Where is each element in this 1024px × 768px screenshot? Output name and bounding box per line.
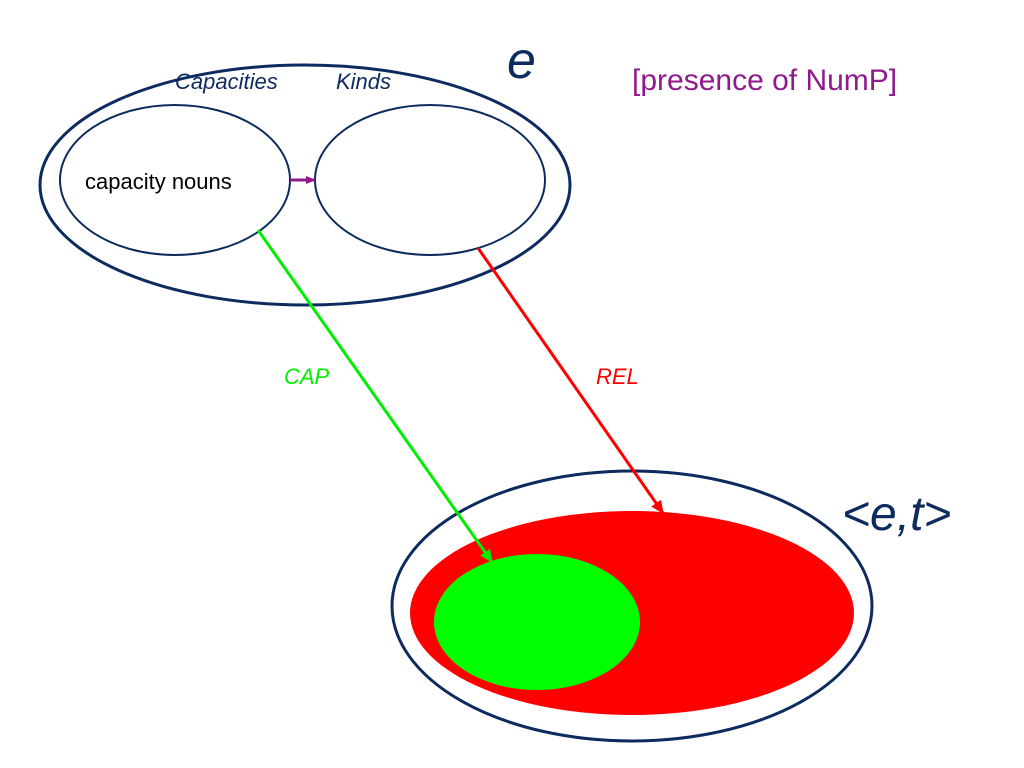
capacities-label: Capacities bbox=[175, 69, 278, 94]
cap-image-region bbox=[434, 554, 640, 690]
e-domain-ellipse bbox=[38, 63, 572, 307]
rel-arrow-label: REL bbox=[596, 364, 639, 389]
rel-mapping-arrow bbox=[476, 247, 665, 514]
kinds-label: Kinds bbox=[336, 69, 391, 94]
cap-arrow-label: CAP bbox=[284, 364, 330, 389]
cap-mapping-arrow bbox=[256, 229, 494, 563]
e-domain-label: e bbox=[507, 32, 536, 90]
numP-note: [presence of NumP] bbox=[632, 64, 897, 97]
et-domain-label: <e,t> bbox=[842, 488, 951, 541]
kinds-set-ellipse bbox=[314, 104, 546, 256]
capacity-nouns-label: capacity nouns bbox=[85, 169, 232, 194]
